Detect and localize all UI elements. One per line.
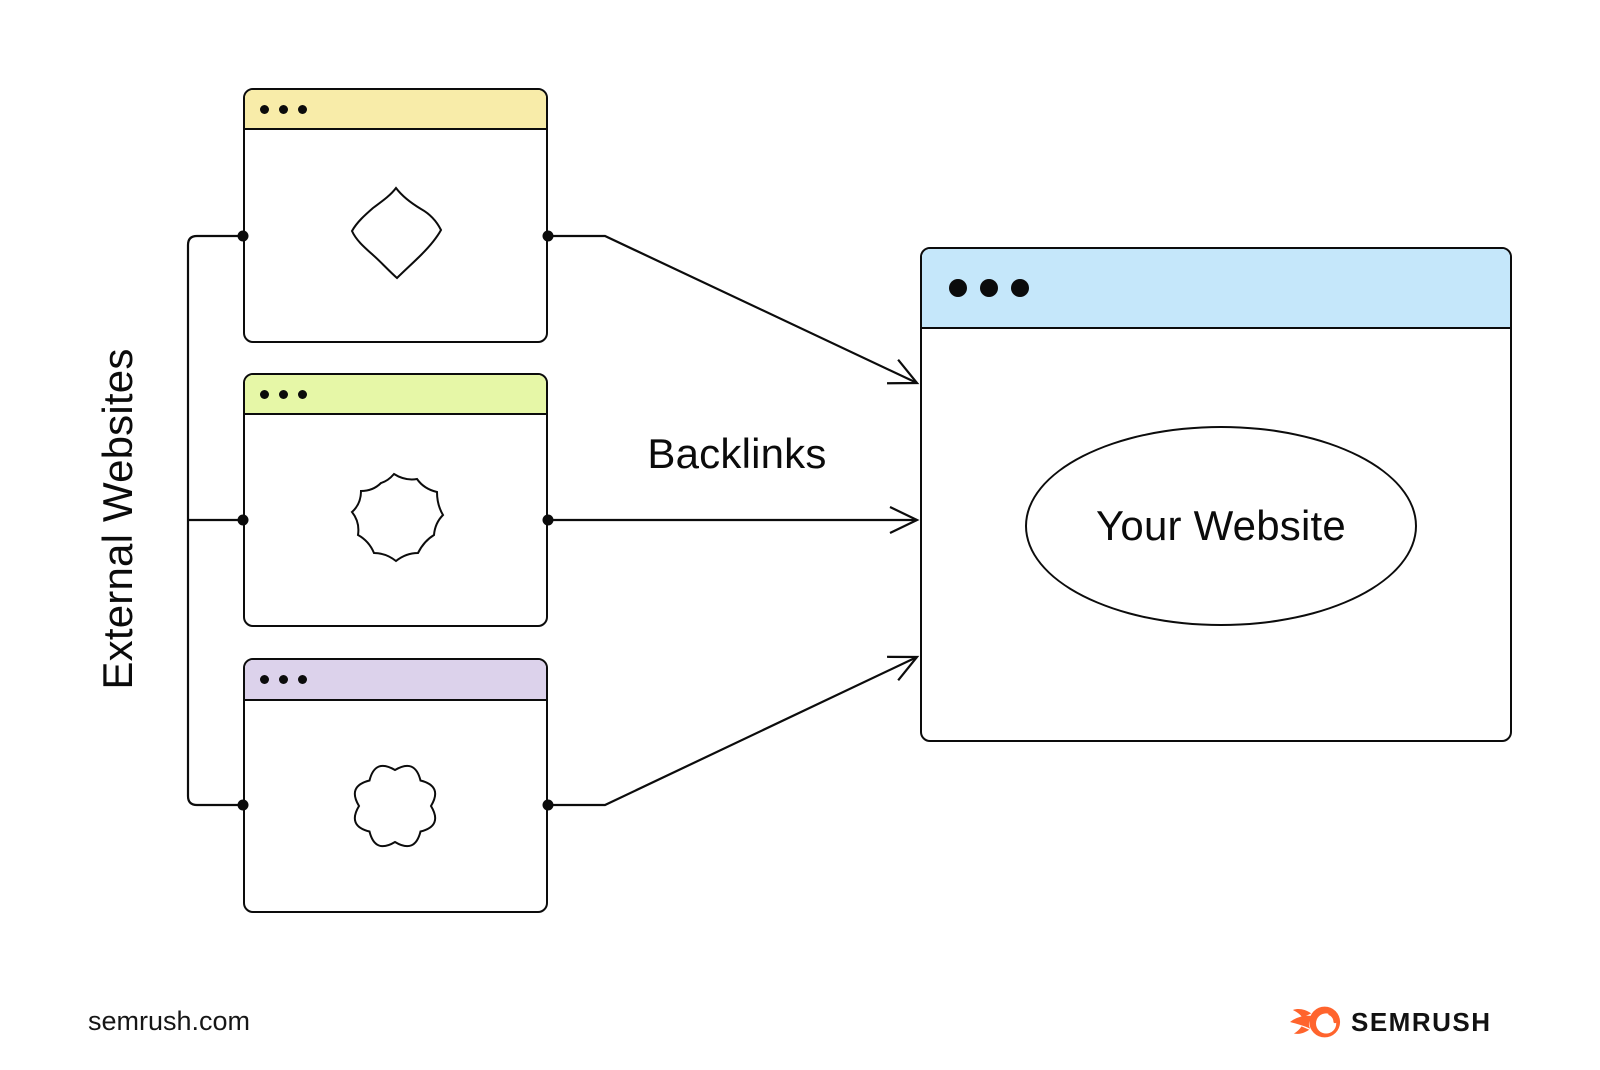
group-bracket [186, 234, 243, 807]
your-website-window [920, 247, 1512, 742]
window-dots-icon [245, 104, 317, 114]
semrush-logo-text: SEMRUSH [1351, 1006, 1492, 1037]
backlinks-label: Backlinks [647, 430, 827, 477]
window-titlebar [245, 375, 546, 415]
external-websites-label: External Websites [94, 348, 141, 690]
external-window-3 [243, 658, 548, 913]
semrush-com-text: semrush.com [88, 1006, 251, 1036]
window-dots-icon [922, 279, 1042, 297]
your-website-ellipse: Your Website [1025, 426, 1417, 626]
window-titlebar [245, 90, 546, 130]
semrush-logo-icon [1290, 1006, 1341, 1038]
your-website-label: Your Website [1096, 502, 1346, 549]
external-window-1 [243, 88, 548, 343]
backlink-arrow-top [548, 234, 920, 385]
window-titlebar [922, 249, 1510, 329]
external-window-2 [243, 373, 548, 627]
window-dots-icon [245, 389, 317, 399]
window-dots-icon [245, 675, 317, 684]
semrush-logo: SEMRUSH [1290, 1005, 1492, 1039]
backlink-arrow-bottom [548, 655, 920, 807]
window-titlebar [245, 660, 546, 701]
